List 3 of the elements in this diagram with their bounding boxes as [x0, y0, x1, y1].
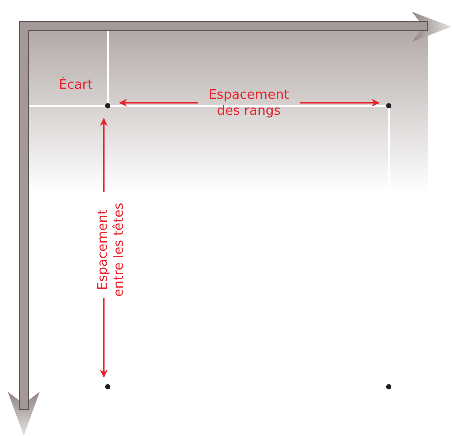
head-spacing-label: Espacement entre les têtes: [96, 202, 128, 300]
row-spacing-label: Espacement des rangs: [208, 88, 290, 120]
gap-label: Écart: [58, 78, 94, 94]
